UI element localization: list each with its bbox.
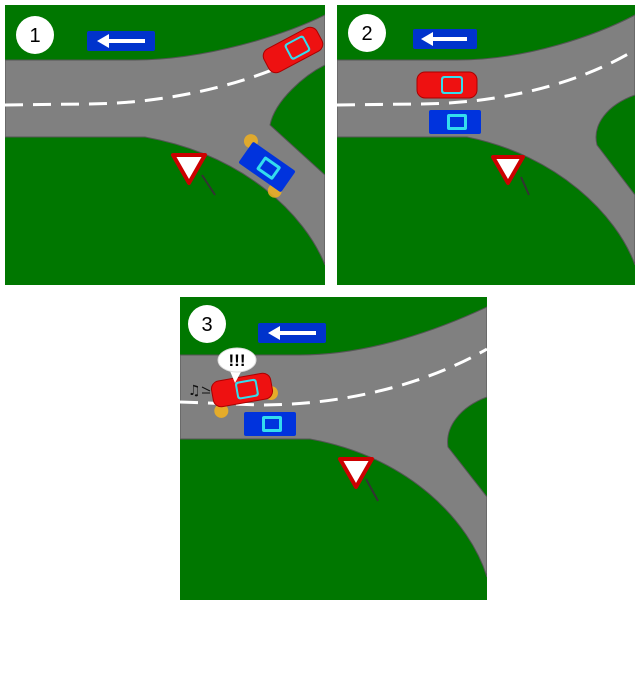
left-arrow-sign-icon	[87, 31, 155, 51]
panel-2-scene: 2	[337, 5, 635, 285]
yield-sign-icon	[338, 457, 379, 502]
panel-number: 3	[201, 314, 212, 336]
panel-number-badge	[188, 305, 226, 343]
panel-3: 3 ♫ !!!	[180, 297, 487, 600]
exclamation-text: !!!	[229, 351, 246, 370]
svg-text:♫: ♫	[188, 383, 201, 399]
lane-line	[337, 48, 635, 107]
panel-1: 1	[5, 5, 325, 285]
left-arrow-sign-icon	[413, 29, 477, 49]
left-arrow-sign-icon	[258, 323, 326, 343]
music-note-icon: ♫	[188, 383, 211, 399]
lane-line	[180, 347, 487, 407]
yield-sign-icon	[171, 153, 216, 196]
road	[337, 14, 635, 266]
exclamation-bubble: !!!	[217, 347, 257, 383]
panel-number-badge	[348, 14, 386, 52]
road	[5, 14, 325, 266]
yield-sign-icon	[491, 155, 530, 196]
panel-number: 1	[29, 25, 40, 47]
blue-car	[429, 110, 481, 134]
indicator-light	[214, 403, 229, 418]
panel-1-scene: 1	[5, 5, 325, 285]
red-car	[262, 26, 324, 74]
panel-2: 2	[337, 5, 635, 285]
panel-number: 2	[361, 23, 372, 45]
blue-car	[239, 134, 295, 198]
red-car	[210, 372, 278, 418]
panel-number-badge	[16, 16, 54, 54]
blue-car	[244, 412, 296, 436]
red-car	[416, 71, 478, 99]
panel-3-scene: 3 ♫ !!!	[180, 297, 487, 600]
